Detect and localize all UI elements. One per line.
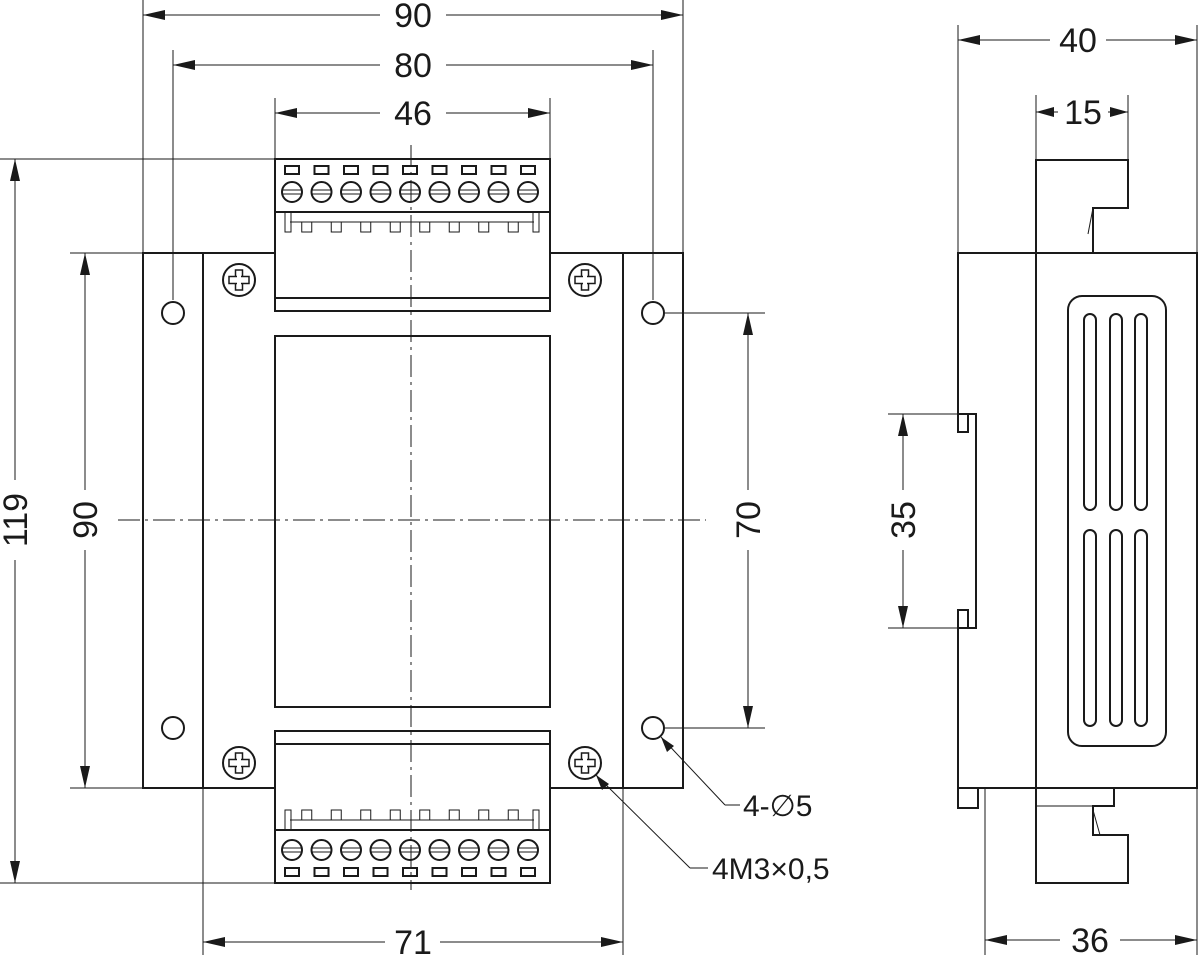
- terminal-tooth: [419, 809, 431, 820]
- terminal-end-post: [532, 809, 540, 831]
- vent-slot: [1109, 313, 1123, 511]
- ventilation-recess: [1067, 295, 1167, 747]
- dimension-body-depth: 36: [985, 922, 1197, 958]
- din-rail-clip: [957, 414, 979, 809]
- terminal-slot: [461, 165, 477, 175]
- front-view: 90 80 46 119: [0, 0, 830, 958]
- side-bottom-terminal: [1035, 788, 1129, 884]
- mounting-hole-bottom-left: [161, 716, 185, 740]
- cover-screw-top-left: [222, 263, 256, 297]
- dimension-inner-body-width-label: 71: [394, 924, 432, 958]
- terminal-slot: [490, 165, 507, 175]
- mounting-hole-top-right: [641, 301, 665, 325]
- terminal-tooth: [507, 222, 519, 233]
- terminal-slot: [520, 165, 536, 175]
- terminal-tooth: [478, 809, 490, 820]
- mounting-hole-bottom-right: [641, 716, 665, 740]
- top-terminal-block: [274, 158, 551, 312]
- vent-slot: [1134, 313, 1148, 511]
- dimension-inner-body-width: 71: [203, 924, 623, 958]
- terminal-slot: [402, 867, 418, 877]
- mounting-hole-top-left: [161, 301, 185, 325]
- dimension-overall-depth: 40: [958, 22, 1197, 60]
- side-view: 40 15 35 36: [885, 22, 1198, 958]
- extension-lines: [0, 0, 765, 955]
- label-window: [274, 335, 551, 708]
- terminal-slot: [284, 867, 300, 877]
- terminal-tooth: [419, 222, 431, 233]
- terminal-slot: [402, 165, 418, 175]
- terminal-tooth: [360, 809, 372, 820]
- terminal-slot: [313, 165, 330, 175]
- dimension-terminal-depth: 15: [1036, 94, 1128, 132]
- terminal-slot: [520, 867, 536, 877]
- terminal-slot: [313, 867, 330, 877]
- terminal-tooth: [330, 809, 342, 820]
- cover-screw-bottom-left: [222, 746, 256, 780]
- dimension-body-depth-label: 36: [1071, 922, 1109, 958]
- dimension-body-height-label: 90: [67, 501, 105, 539]
- terminal-slot: [372, 165, 389, 175]
- terminal-tooth: [301, 809, 313, 820]
- dimension-terminal-depth-label: 15: [1064, 94, 1102, 132]
- terminal-tooth: [360, 222, 372, 233]
- terminal-slot: [343, 867, 359, 877]
- terminal-slot: [431, 165, 448, 175]
- screw-callout-label: 4M3×0,5: [712, 853, 830, 886]
- terminal-slot: [461, 867, 477, 877]
- terminal-tooth: [448, 809, 460, 820]
- terminal-tooth: [330, 222, 342, 233]
- terminal-slot: [431, 867, 448, 877]
- dimension-terminal-block-width: 46: [275, 95, 550, 133]
- dimension-overall-width-label: 90: [394, 0, 432, 35]
- terminal-slot: [490, 867, 507, 877]
- hole-callout-label: 4-∅5: [743, 790, 813, 823]
- dimension-overall-width: 90: [143, 0, 683, 35]
- terminal-end-post: [284, 211, 292, 233]
- dimension-overall-depth-label: 40: [1059, 22, 1097, 60]
- cover-screw-bottom-right: [568, 746, 602, 780]
- vent-slot: [1083, 529, 1097, 727]
- side-top-terminal: [1035, 159, 1129, 253]
- terminal-tooth: [507, 809, 519, 820]
- dimension-overall-height: 119: [0, 159, 35, 883]
- vent-slot: [1134, 529, 1148, 727]
- terminal-tooth: [478, 222, 490, 233]
- ventilation-slots: [1083, 313, 1148, 727]
- dimension-body-height: 90: [67, 253, 105, 788]
- dimension-hole-spacing-width: 80: [173, 47, 653, 85]
- terminal-tooth: [301, 222, 313, 233]
- side-extension-lines: [888, 25, 1198, 955]
- terminal-slot: [284, 165, 300, 175]
- terminal-tooth: [389, 222, 401, 233]
- dimension-hole-spacing-height: 70: [730, 313, 768, 728]
- screw-callout-leader: 4M3×0,5: [595, 774, 830, 886]
- terminal-tooth: [389, 809, 401, 820]
- terminal-slot: [343, 165, 359, 175]
- vent-slot: [1109, 529, 1123, 727]
- dimension-overall-height-label: 119: [0, 493, 35, 547]
- bottom-terminal-block: [274, 730, 551, 884]
- side-housing-outline: [957, 252, 1198, 789]
- dimension-rail-width: 35: [885, 414, 923, 628]
- dimension-terminal-block-width-label: 46: [394, 95, 432, 133]
- cover-screw-top-right: [568, 263, 602, 297]
- dimension-hole-spacing-height-label: 70: [730, 501, 768, 539]
- dimension-rail-width-label: 35: [885, 501, 923, 539]
- hole-callout-leader: 4-∅5: [660, 736, 813, 823]
- terminal-slot: [372, 867, 389, 877]
- terminal-tooth: [448, 222, 460, 233]
- dimension-hole-spacing-width-label: 80: [394, 47, 432, 85]
- terminal-end-post: [532, 211, 540, 233]
- vent-slot: [1083, 313, 1097, 511]
- terminal-end-post: [284, 809, 292, 831]
